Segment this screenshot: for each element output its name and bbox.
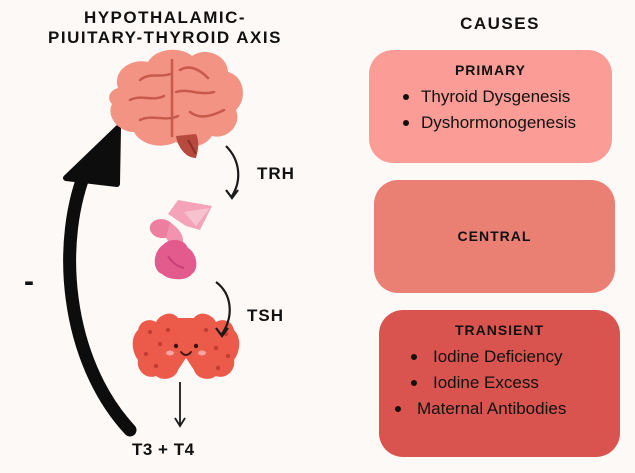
tsh-arrow <box>215 281 231 338</box>
transient-card-title: TRANSIENT <box>454 322 545 338</box>
list-item: Iodine Excess <box>393 370 606 396</box>
brain-icon <box>109 49 243 158</box>
trh-arrow <box>225 145 240 200</box>
negative-feedback-sign: - <box>24 265 34 298</box>
trh-label: TRH <box>257 164 295 183</box>
axis-title-line1: HYPOTHALAMIC- <box>83 8 247 27</box>
feedback-arrow <box>63 125 137 437</box>
t3-t4-label: T3 + T4 <box>132 440 195 459</box>
central-card-title: CENTRAL <box>457 228 532 244</box>
thyroid-icon <box>132 313 240 379</box>
central-cause-card: CENTRAL <box>374 180 615 293</box>
hormone-release-arrow <box>174 382 186 428</box>
primary-cause-card: PRIMARY Thyroid Dysgenesis Dyshormonogen… <box>369 50 612 163</box>
list-item: Maternal Antibodies <box>393 396 606 422</box>
axis-title-line2: PIUITARY-THYROID AXIS <box>48 28 282 47</box>
list-item: Dyshormonogenesis <box>383 110 598 136</box>
primary-card-title: PRIMARY <box>454 62 527 78</box>
primary-cause-list: Thyroid Dysgenesis Dyshormonogenesis <box>383 84 598 136</box>
list-item: Iodine Deficiency <box>393 344 606 370</box>
axis-title: HYPOTHALAMIC- PIUITARY-THYROID AXIS <box>20 8 310 48</box>
tsh-label: TSH <box>247 306 284 325</box>
pituitary-icon <box>149 200 212 280</box>
transient-cause-card: TRANSIENT Iodine Deficiency Iodine Exces… <box>379 310 620 457</box>
list-item: Thyroid Dysgenesis <box>383 84 598 110</box>
causes-title: CAUSES <box>460 14 540 33</box>
transient-cause-list: Iodine Deficiency Iodine Excess Maternal… <box>393 344 606 422</box>
